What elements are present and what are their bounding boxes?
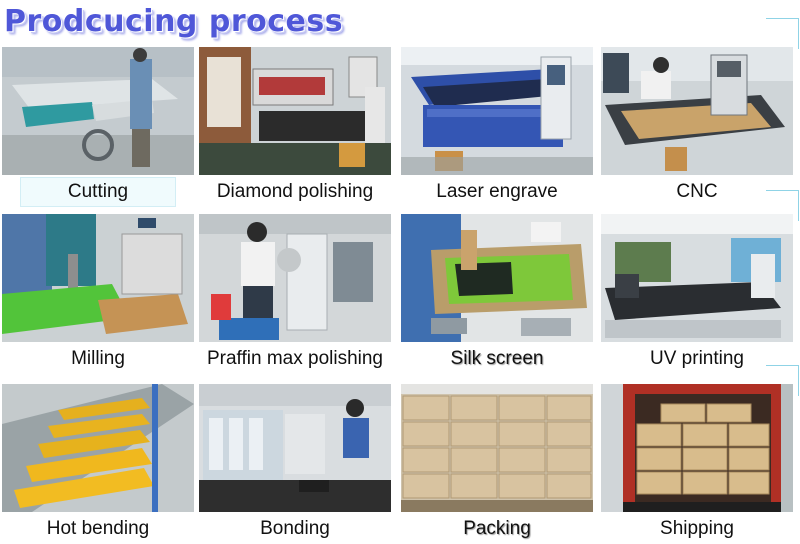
- corner-decoration: [766, 18, 799, 49]
- laser-engraving-machine-photo: [401, 47, 593, 175]
- cnc-router-photo: [601, 47, 793, 175]
- step-label: Hot bending: [46, 518, 150, 539]
- step-label: Milling: [71, 348, 125, 369]
- acrylic-bonding-workshop-photo: [199, 384, 391, 512]
- step-label: Packing: [463, 518, 531, 539]
- panel-saw-cutting-photo: [2, 47, 194, 175]
- silk-screen-printing-photo: [401, 214, 593, 342]
- step-label: Bonding: [260, 518, 330, 539]
- hot-bending-table-photo: [2, 384, 194, 512]
- step-label: Praffin max polishing: [206, 348, 384, 369]
- page-title: Prodcucing process: [4, 4, 344, 39]
- step-label: UV printing: [650, 348, 744, 369]
- step-label: Diamond polishing: [216, 181, 374, 202]
- step-label: Shipping: [660, 518, 734, 539]
- step-label: Cutting: [67, 181, 129, 202]
- packed-cartons-photo: [401, 384, 593, 512]
- diamond-polishing-machine-photo: [199, 47, 391, 175]
- corner-decoration: [766, 365, 799, 396]
- step-label: Silk screen: [450, 348, 544, 369]
- step-label: Laser engrave: [436, 181, 558, 202]
- milling-machine-photo: [2, 214, 194, 342]
- corner-decoration: [766, 190, 799, 221]
- step-label: CNC: [676, 181, 718, 202]
- paraffin-wax-polishing-photo: [199, 214, 391, 342]
- uv-flatbed-printer-photo: [601, 214, 793, 342]
- loaded-shipping-container-photo: [601, 384, 793, 512]
- caption-highlight: [20, 177, 176, 207]
